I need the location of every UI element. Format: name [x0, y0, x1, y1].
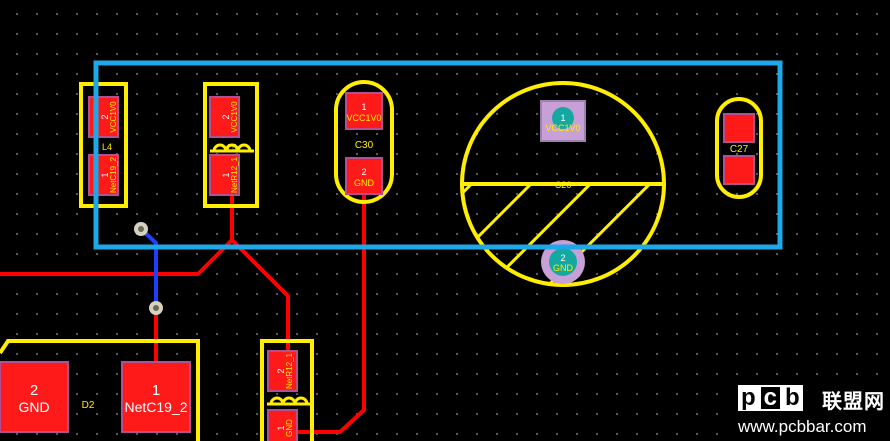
c26-pad-1-net: VCC1V0: [545, 123, 580, 133]
c30-pad-2-number: 2: [361, 167, 366, 177]
component-d2[interactable]: 2 GND 1 NetC19_2 D2: [0, 339, 200, 441]
pcb-logo: p c b: [738, 385, 803, 411]
d2-pad-2-net: GND: [18, 399, 49, 415]
c26-pad-2-net: GND: [553, 263, 574, 273]
d2-pad-1-net: NetC19_2: [124, 399, 187, 415]
via-2[interactable]: [149, 301, 163, 315]
component-c26[interactable]: 1 VCC1V0 C26 2 GND: [460, 81, 666, 294]
inductor-coil-icon: [267, 396, 311, 406]
trace-layer: [0, 190, 366, 434]
l5-pad-2-number: 2: [221, 114, 231, 119]
c30-pad-1-net: VCC1V0: [346, 113, 381, 123]
l6-pad-1[interactable]: [267, 409, 298, 441]
via-1[interactable]: [134, 222, 148, 236]
c27-designator: C27: [730, 144, 749, 155]
d2-pad-1-number: 1: [152, 382, 160, 399]
selection-rectangle[interactable]: [93, 60, 783, 250]
l6-pad-2[interactable]: [267, 350, 298, 392]
c30-pad-1-number: 1: [361, 102, 366, 112]
l6-pad-1-net: GND: [285, 419, 294, 437]
l5-pad-1-net: NetR12_1: [230, 156, 239, 193]
c26-pad-1-number: 1: [560, 113, 565, 123]
component-c30[interactable]: 1 VCC1V0 2 GND C30: [334, 80, 394, 204]
c27-pad-1[interactable]: [723, 113, 755, 143]
trace-bottom-layer[interactable]: [139, 227, 158, 310]
inductor-coil-icon: [210, 143, 254, 153]
c26-designator: C26: [555, 180, 572, 190]
c26-pad-2[interactable]: [541, 240, 585, 284]
l4-pad-2-net: VCC1V0: [109, 101, 118, 133]
l4-pad-1-number: 1: [100, 172, 110, 177]
component-l5[interactable]: 2 VCC1V0 1 NetR12_1 L5: [203, 82, 259, 208]
l6-pad-1-number: 1: [276, 425, 286, 430]
logo-letter-b: b: [782, 385, 803, 411]
component-l4[interactable]: 2 VCC1V0 1 NetC19_2 L4: [79, 82, 128, 208]
c30-designator: C30: [355, 140, 374, 151]
c26-pad-1[interactable]: [540, 100, 586, 142]
l4-designator: L4: [102, 142, 112, 152]
c30-pad-2[interactable]: [345, 157, 383, 195]
c26-pad-2-number: 2: [560, 253, 565, 263]
l4-pad-1-net: NetC19_2: [109, 156, 118, 193]
l5-pad-2[interactable]: [209, 96, 240, 138]
component-l6[interactable]: 2 NetR12_1 1 GND: [260, 339, 314, 441]
l5-pad-1-number: 1: [221, 172, 231, 177]
d2-designator: D2: [82, 400, 95, 411]
l6-pad-2-number: 2: [276, 368, 286, 373]
d2-pad-2[interactable]: [0, 361, 69, 433]
trace-netc19-2[interactable]: [0, 238, 234, 276]
l6-pad-2-net: NetR12_1: [285, 352, 294, 389]
logo-url: www.pcbbar.com: [738, 417, 867, 436]
l4-pad-2-number: 2: [100, 114, 110, 119]
trace-netr12-1[interactable]: [230, 190, 290, 374]
d2-pad-1[interactable]: [121, 361, 191, 433]
logo-letter-p: p: [738, 385, 759, 411]
logo-letter-c: c: [758, 385, 783, 411]
logo-chinese-name: 联盟网: [822, 389, 885, 413]
d2-pad-2-number: 2: [30, 382, 38, 399]
c27-pad-2[interactable]: [723, 155, 755, 185]
l5-designator: L5: [228, 143, 237, 152]
c30-pad-1[interactable]: [345, 92, 383, 130]
trace-gnd-c30[interactable]: [288, 190, 366, 434]
component-c27[interactable]: C27: [715, 97, 763, 199]
pcbbar-watermark: p c b 联盟网 www.pcbbar.com: [734, 383, 890, 441]
l5-pad-1[interactable]: [209, 154, 240, 196]
l5-pad-2-net: VCC1V0: [230, 101, 239, 133]
c30-pad-2-net: GND: [354, 178, 375, 188]
